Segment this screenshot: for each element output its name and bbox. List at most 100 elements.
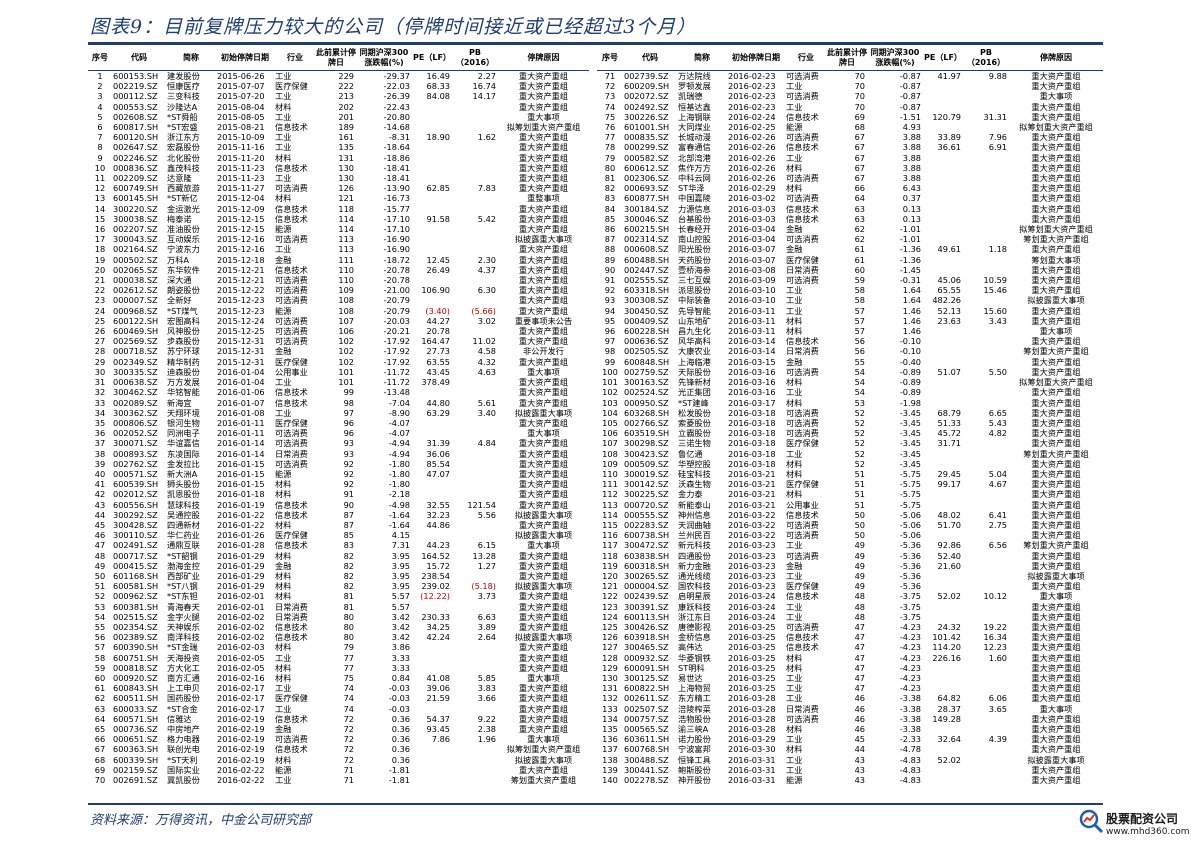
cell-pb: (5.18) xyxy=(471,581,496,592)
cell-pe xyxy=(923,387,963,397)
cell-index-change: -13.90 xyxy=(383,183,410,194)
cell-industry: 工业 xyxy=(275,132,292,143)
cell-pe: 52.13 xyxy=(937,305,961,316)
cell-industry: 信息技术 xyxy=(275,509,308,520)
cell-industry: 材料 xyxy=(275,101,292,112)
cell-index-change: -4.23 xyxy=(899,662,921,673)
cell-seq: 93 xyxy=(604,295,616,306)
header-code: 代码 xyxy=(112,46,166,71)
cell-name: 南洋科技 xyxy=(167,632,200,643)
cell-seq: 136 xyxy=(602,734,618,745)
cell-pe xyxy=(412,142,452,152)
cell-seq: 110 xyxy=(602,468,618,479)
cell-name: 中国嘉陵 xyxy=(678,193,711,204)
cell-halt-date: 2016-01-11 xyxy=(217,417,265,428)
cell-pb xyxy=(963,183,1009,193)
cell-industry: 工业 xyxy=(275,142,292,153)
cell-halt-days: 49 xyxy=(854,560,865,571)
cell-seq: 28 xyxy=(94,346,106,357)
cell-pe xyxy=(412,755,452,765)
cell-code: 603268.SH xyxy=(624,407,670,418)
cell-name: 罗顿发展 xyxy=(678,81,711,92)
cell-pb xyxy=(963,163,1009,173)
cell-halt-days: 52 xyxy=(854,438,865,449)
cell-reason: 重大事项 xyxy=(1039,591,1073,602)
cell-name: 光正集团 xyxy=(678,387,711,398)
cell-pb xyxy=(452,377,498,387)
cell-index-change: -1.64 xyxy=(388,509,410,520)
cell-name: 狮头股份 xyxy=(167,479,200,490)
cell-seq: 4 xyxy=(97,101,103,112)
cell-halt-date: 2016-02-19 xyxy=(217,724,265,734)
cell-industry: 可选消费 xyxy=(786,234,819,245)
cell-code: 002555.SZ xyxy=(624,275,669,286)
cell-pe xyxy=(923,744,963,754)
cell-pe xyxy=(412,704,452,714)
cell-seq: 24 xyxy=(94,305,106,316)
cell-pb xyxy=(452,418,498,428)
cell-pb: 19.22 xyxy=(983,621,1007,632)
header-index-change: 同期沪深300涨跌幅(%) xyxy=(356,46,412,71)
cell-pb xyxy=(963,449,1009,459)
cell-pe xyxy=(923,326,963,336)
cell-reason: 重大资产重组 xyxy=(518,71,569,81)
cell-pe: 51.70 xyxy=(937,519,961,530)
cell-pb: 4.39 xyxy=(988,734,1007,745)
cell-halt-days: 126 xyxy=(338,183,354,194)
cell-pe xyxy=(923,346,963,356)
cell-halt-date: 2016-03-30 xyxy=(728,744,776,755)
cell-industry: 工业 xyxy=(786,285,803,296)
cell-reason: 重大资产重组 xyxy=(518,152,569,163)
cell-pe: 23.63 xyxy=(937,315,961,326)
cell-pb xyxy=(963,102,1009,112)
cell-industry: 信息技术 xyxy=(786,509,819,520)
cell-halt-date: 2016-03-31 xyxy=(728,754,776,765)
cell-halt-date: 2016-01-22 xyxy=(217,509,265,520)
cell-industry: 信息技术 xyxy=(275,122,308,133)
cell-pe xyxy=(923,663,963,673)
cell-halt-days: 202 xyxy=(338,101,354,112)
cell-seq: 65 xyxy=(94,724,106,734)
cell-index-change: -4.83 xyxy=(899,764,921,775)
cell-code: 300391.SZ xyxy=(624,601,669,612)
cell-reason: 筹划重大资产重组 xyxy=(1023,448,1089,459)
cell-seq: 82 xyxy=(604,183,616,194)
cell-halt-days: 63 xyxy=(854,203,865,214)
cell-code: 600145.SH xyxy=(113,193,159,204)
cell-halt-date: 2016-03-02 xyxy=(728,193,776,204)
cell-halt-days: 44 xyxy=(854,744,865,755)
cell-code: 002505.SZ xyxy=(624,346,669,357)
cell-name: *ST东钽 xyxy=(167,591,198,602)
cell-pb: 5.42 xyxy=(477,213,496,224)
cell-code: 300043.SZ xyxy=(113,234,158,245)
cell-halt-date: 2015-11-20 xyxy=(217,152,265,163)
cell-halt-days: 57 xyxy=(854,326,865,337)
cell-index-change: 3.95 xyxy=(391,560,410,571)
cell-industry: 信息技术 xyxy=(275,540,308,551)
cell-pe: 31.39 xyxy=(426,438,450,449)
cell-reason: 拟披露重大事项 xyxy=(1027,754,1085,765)
cell-pe: 106.90 xyxy=(421,285,450,296)
cell-seq: 62 xyxy=(94,693,106,704)
cell-name: 朗姿股份 xyxy=(167,285,200,296)
cell-halt-days: 77 xyxy=(343,662,354,673)
cell-pe: 7.86 xyxy=(431,734,450,745)
cell-seq: 6 xyxy=(97,122,103,133)
cell-index-change: -3.38 xyxy=(899,693,921,704)
cell-reason: 重大资产重组 xyxy=(518,387,569,398)
cell-industry: 材料 xyxy=(786,662,803,673)
cell-name: 恒锋工具 xyxy=(678,754,711,765)
cell-name: 中科云网 xyxy=(678,173,711,184)
cell-reason: 重大资产重组 xyxy=(1031,621,1081,632)
cell-seq: 105 xyxy=(602,417,618,428)
cell-index-change: -3.45 xyxy=(899,448,921,459)
cell-pe: 52.40 xyxy=(937,550,961,561)
cell-halt-date: 2015-12-04 xyxy=(217,193,265,204)
cell-pb xyxy=(963,561,1009,571)
